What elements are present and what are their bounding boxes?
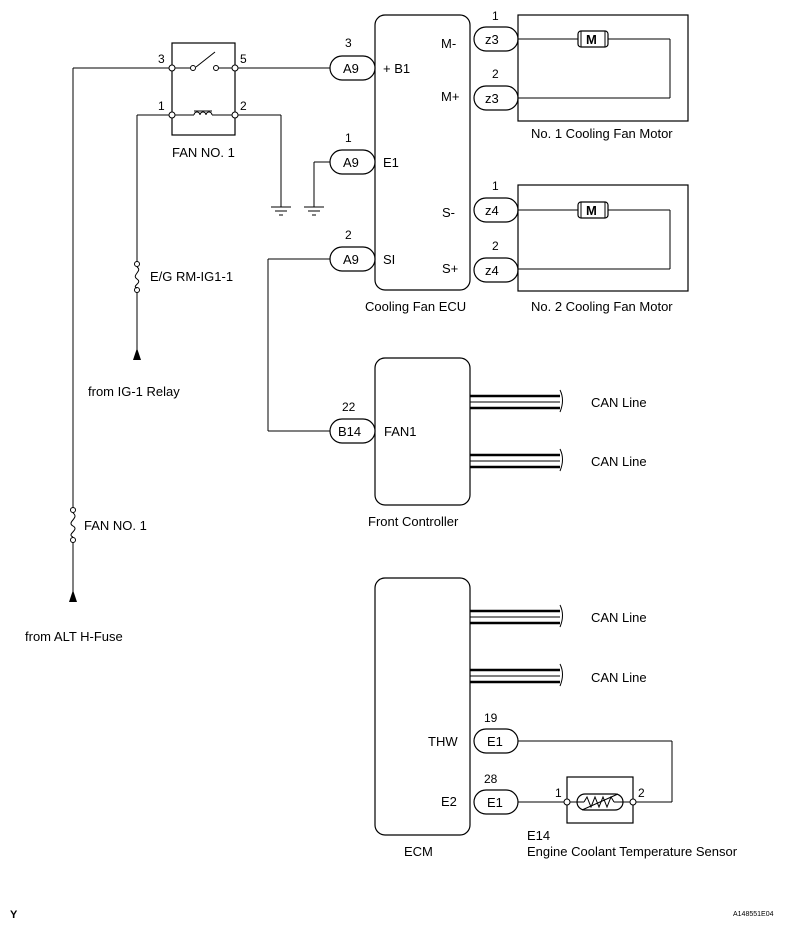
motor1-pin-2: 2: [492, 67, 499, 81]
motor1-conn-bot-id: z3: [485, 91, 499, 106]
sensor-pin2-terminal: [629, 798, 637, 806]
fan-no1-fuse-symbol: [70, 507, 76, 543]
ground-icon: [271, 206, 291, 216]
ecu-b1-conn-id: A9: [343, 61, 359, 76]
motor2-conn-top-id: z4: [485, 203, 499, 218]
fc-fan1-terminal: FAN1: [384, 424, 417, 439]
ecu-b1-terminal: + B1: [383, 61, 410, 76]
ecu-s-plus-terminal: S+: [442, 261, 458, 276]
wire-si-to-fan1: [267, 258, 330, 432]
ecu-si-terminal: SI: [383, 252, 395, 267]
motor2-pin-1: 1: [492, 179, 499, 193]
cooling-fan-ecu-name: Cooling Fan ECU: [365, 299, 466, 314]
cooling-fan-ecu-box: [374, 14, 471, 291]
can-bus-cable-icon: [470, 604, 563, 628]
wire-thw-to-sensor: [518, 740, 673, 803]
alt-hfuse-source-label: from ALT H-Fuse: [25, 629, 123, 644]
fc-can-line-1: CAN Line: [591, 395, 647, 410]
ecm-thw-conn-id: E1: [487, 734, 503, 749]
ecm-e2-terminal: E2: [441, 794, 457, 809]
ecu-b1-connector: [329, 55, 376, 81]
motor2-box: [517, 184, 689, 292]
motor2-conn-bot-id: z4: [485, 263, 499, 278]
eg-rm-ig1-fuse-symbol: [134, 261, 140, 293]
ecu-e1-terminal: E1: [383, 155, 399, 170]
ecu-si-conn-id: A9: [343, 252, 359, 267]
wire-e1-to-ground: [313, 161, 330, 207]
ig1-supply: [133, 114, 172, 360]
ig1-relay-source-label: from IG-1 Relay: [88, 384, 180, 399]
ecm-thw-pin-num: 19: [484, 711, 498, 725]
ecu-si-pin-num: 2: [345, 228, 352, 242]
ecu-e1-pin-num: 1: [345, 131, 352, 145]
sensor-pin-2: 2: [638, 786, 645, 800]
relay-pin-1: 1: [158, 99, 165, 113]
sensor-name: Engine Coolant Temperature Sensor: [527, 844, 738, 859]
fc-fan1-pin-num: 22: [342, 400, 356, 414]
fan-relay: [168, 42, 239, 136]
sensor-pin1-terminal: [563, 798, 571, 806]
ecu-s-minus-terminal: S-: [442, 205, 455, 220]
motor2-symbol: M: [586, 203, 597, 218]
front-controller-name: Front Controller: [368, 514, 459, 529]
wire-relay2-to-ground: [238, 114, 282, 207]
motor-icon: M: [577, 30, 609, 48]
arrow-up-icon: [69, 590, 77, 602]
figure-id: A148551E04: [733, 911, 774, 918]
sensor-pin-1: 1: [555, 786, 562, 800]
relay-pin-3: 3: [158, 52, 165, 66]
motor2-pin-2: 2: [492, 239, 499, 253]
motor1-name: No. 1 Cooling Fan Motor: [531, 126, 673, 141]
can-bus-cable-icon: [470, 663, 563, 687]
thermistor-icon: [570, 793, 630, 811]
ecm-can-line-2: CAN Line: [591, 670, 647, 685]
ecm-box: [374, 577, 471, 836]
motor-icon: M: [577, 201, 609, 219]
arrow-up-icon: [133, 348, 141, 360]
ecm-name: ECM: [404, 844, 433, 859]
can-bus-cable-icon: [470, 389, 563, 413]
ecu-m-minus-terminal: M-: [441, 36, 456, 51]
sensor-code: E14: [527, 828, 550, 843]
can-bus-cable-icon: [470, 448, 563, 472]
ecu-e1-conn-id: A9: [343, 155, 359, 170]
fc-fan1-connector: [329, 418, 376, 444]
ecm-e2-conn-id: E1: [487, 795, 503, 810]
ecm-thw-terminal: THW: [428, 734, 458, 749]
relay-name: FAN NO. 1: [172, 145, 235, 160]
relay-pin-5: 5: [240, 52, 247, 66]
motor1-conn-top-id: z3: [485, 32, 499, 47]
motor1-wiring: [518, 38, 671, 99]
motor2-name: No. 2 Cooling Fan Motor: [531, 299, 673, 314]
ecu-b1-pin-num: 3: [345, 36, 352, 50]
fan-no1-fuse-label: FAN NO. 1: [84, 518, 147, 533]
ground-icon: [304, 206, 324, 216]
footer-mark: Y: [10, 909, 18, 921]
motor1-pin-1: 1: [492, 9, 499, 23]
ecu-m-plus-terminal: M+: [441, 89, 459, 104]
motor1-symbol: M: [586, 32, 597, 47]
ecm-e2-pin-num: 28: [484, 772, 498, 786]
fc-can-line-2: CAN Line: [591, 454, 647, 469]
motor2-wiring: [518, 209, 671, 270]
ecm-can-line-1: CAN Line: [591, 610, 647, 625]
eg-rm-ig1-fuse-label: E/G RM-IG1-1: [150, 269, 233, 284]
fc-fan1-conn-id: B14: [338, 424, 361, 439]
alt-hfuse-supply: [69, 67, 172, 602]
relay-pin-2: 2: [240, 99, 247, 113]
